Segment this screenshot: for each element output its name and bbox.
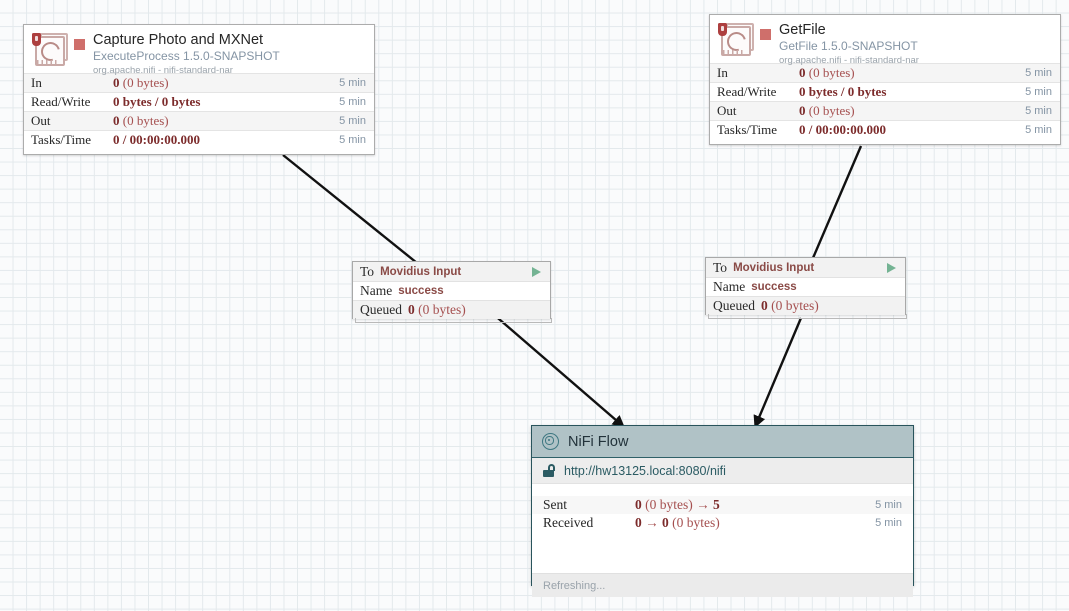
connection-label-left[interactable]: To Movidius Input Name success Queued 0 … [352, 261, 552, 323]
stat-value: 0 (0 bytes) [113, 75, 169, 90]
connection-destination-row: To Movidius Input [706, 258, 905, 277]
remote-process-group-nifi-flow[interactable]: NiFi Flow http://hw13125.local:8080/nifi… [531, 425, 914, 597]
stat-time: 5 min [339, 134, 366, 146]
connection-to-value: Movidius Input [380, 265, 462, 278]
rpg-spacer [532, 484, 913, 496]
connection-queued-value: 0 (0 bytes) [407, 302, 466, 317]
stat-value: 0 / 00:00:00.000 [799, 122, 887, 137]
stat-time: 5 min [1025, 105, 1052, 117]
processor-stat-row: Out 0 (0 bytes) 5 min [24, 111, 374, 130]
connection-name-value: success [398, 285, 444, 297]
rpg-title: NiFi Flow [568, 433, 629, 450]
rpg-header: NiFi Flow [532, 426, 913, 458]
rpg-stat-label: Sent [543, 497, 568, 512]
stat-value: 0 (0 bytes) [799, 65, 855, 80]
execute-process-icon [31, 33, 68, 69]
stat-value: 0 bytes / 0 bytes [799, 84, 887, 99]
connection-shadow-tail [708, 314, 907, 319]
edge-getfile-to-conn-right [811, 145, 863, 259]
stat-value: 0 (0 bytes) [799, 103, 855, 118]
connection-destination-row: To Movidius Input [353, 262, 550, 281]
rpg-body-fill [532, 532, 913, 573]
processor-stat-row: Tasks/Time 0 / 00:00:00.000 5 min [710, 120, 1060, 139]
processor-stat-row: Out 0 (0 bytes) 5 min [710, 101, 1060, 120]
edge-conn-left-to-rpg [491, 312, 625, 428]
connection-queued-row: Queued 0 (0 bytes) [353, 300, 550, 319]
processor-stat-row: Tasks/Time 0 / 00:00:00.000 5 min [24, 130, 374, 149]
connection-to-label: To [360, 263, 375, 279]
rpg-stat-row: Sent 0 (0 bytes) → 5 5 min [532, 496, 913, 514]
edge-conn-right-to-rpg [753, 317, 803, 429]
connection-label-right[interactable]: To Movidius Input Name success Queued 0 … [705, 257, 907, 319]
stat-time: 5 min [1025, 67, 1052, 79]
processor-name: Capture Photo and MXNet [93, 32, 264, 48]
stat-time: 5 min [339, 96, 366, 108]
processor-stat-row: Read/Write 0 bytes / 0 bytes 5 min [710, 82, 1060, 101]
processor-header: Capture Photo and MXNet ExecuteProcess 1… [24, 25, 374, 76]
rpg-stat-time: 5 min [875, 517, 902, 529]
stat-time: 5 min [1025, 124, 1052, 136]
stat-value: 0 / 00:00:00.000 [113, 132, 201, 147]
stat-label: Read/Write [31, 94, 91, 109]
connection-queued-value: 0 (0 bytes) [760, 298, 819, 313]
stat-label: Out [31, 113, 51, 128]
stat-label: In [31, 75, 42, 90]
rpg-url[interactable]: http://hw13125.local:8080/nifi [564, 463, 726, 478]
processor-getfile[interactable]: GetFile GetFile 1.5.0-SNAPSHOT org.apach… [709, 14, 1061, 145]
connection-name-label: Name [360, 283, 393, 298]
processor-stat-row: Read/Write 0 bytes / 0 bytes 5 min [24, 92, 374, 111]
stat-time: 5 min [1025, 86, 1052, 98]
stopped-status-icon[interactable] [760, 29, 771, 40]
connection-to-value: Movidius Input [733, 261, 815, 274]
connection-to-label: To [713, 259, 728, 275]
processor-stat-row: In 0 (0 bytes) 5 min [24, 73, 374, 92]
processor-type: ExecuteProcess 1.5.0-SNAPSHOT [93, 49, 280, 63]
play-triangle-icon[interactable] [532, 266, 541, 277]
stat-label: In [717, 65, 728, 80]
stat-label: Out [717, 103, 737, 118]
rpg-stat-value: 0 (0 bytes) → 5 [635, 497, 720, 512]
connection-queued-label: Queued [713, 298, 755, 313]
connection-shadow-tail [355, 318, 552, 323]
rpg-stat-value: 0 → 0 (0 bytes) [635, 515, 720, 530]
processor-type: GetFile 1.5.0-SNAPSHOT [779, 39, 918, 53]
stat-time: 5 min [339, 77, 366, 89]
remote-target-icon [542, 433, 559, 450]
unlock-icon [542, 464, 556, 477]
connection-name-label: Name [713, 279, 746, 294]
connection-name-row: Name success [706, 277, 905, 296]
connection-queued-row: Queued 0 (0 bytes) [706, 296, 905, 315]
stat-value: 0 bytes / 0 bytes [113, 94, 201, 109]
processor-capture-photo-and-mxnet[interactable]: Capture Photo and MXNet ExecuteProcess 1… [23, 24, 375, 155]
play-triangle-icon[interactable] [887, 262, 896, 273]
stat-value: 0 (0 bytes) [113, 113, 169, 128]
get-file-icon [717, 23, 754, 59]
rpg-stat-row: Received 0 → 0 (0 bytes) 5 min [532, 514, 913, 532]
edge-capture-to-conn-left [282, 154, 418, 264]
processor-name: GetFile [779, 22, 826, 38]
stat-label: Read/Write [717, 84, 777, 99]
rpg-stat-label: Received [543, 515, 594, 530]
processor-stat-row: In 0 (0 bytes) 5 min [710, 63, 1060, 82]
connection-queued-label: Queued [360, 302, 402, 317]
connection-name-value: success [751, 281, 797, 293]
stat-time: 5 min [339, 115, 366, 127]
stat-label: Tasks/Time [31, 132, 92, 147]
stopped-status-icon[interactable] [74, 39, 85, 50]
processor-header: GetFile GetFile 1.5.0-SNAPSHOT org.apach… [710, 15, 1060, 66]
rpg-footer-status: Refreshing... [532, 573, 913, 597]
rpg-url-row: http://hw13125.local:8080/nifi [532, 458, 913, 484]
connection-name-row: Name success [353, 281, 550, 300]
rpg-stat-time: 5 min [875, 499, 902, 511]
stat-label: Tasks/Time [717, 122, 778, 137]
